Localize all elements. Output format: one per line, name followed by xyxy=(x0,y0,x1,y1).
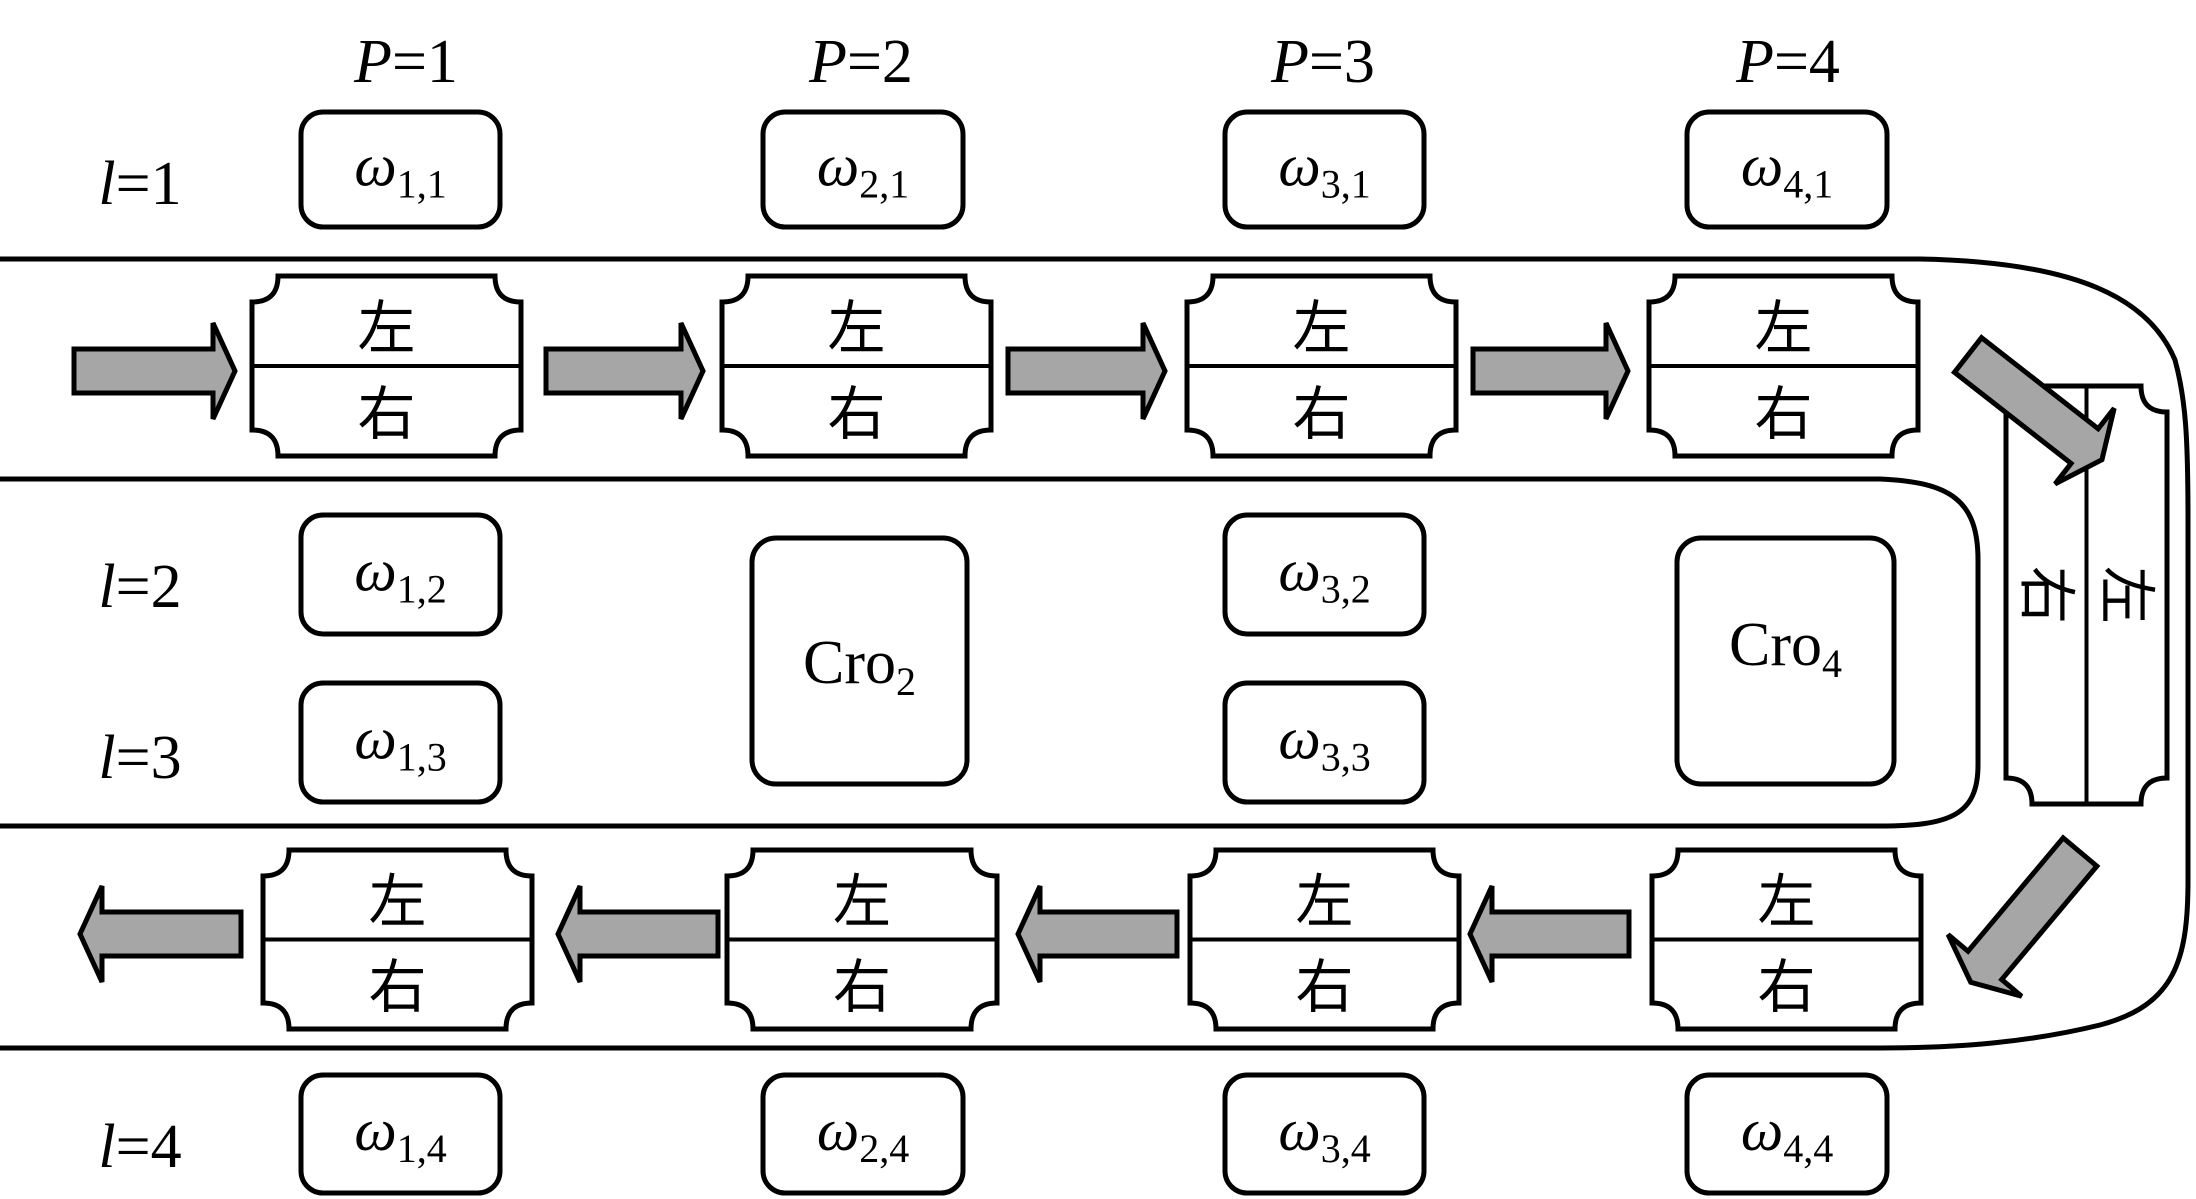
gate-bottom-p2: 左右 xyxy=(724,847,1000,1032)
omega-box-4-4: ω4,4 xyxy=(1684,1072,1890,1196)
omega-box-3-4: ω3,4 xyxy=(1222,1072,1427,1196)
inner-median-border xyxy=(0,476,1981,829)
omega-box-frame xyxy=(1222,512,1427,637)
column-label-p2: P=2 xyxy=(808,28,913,96)
crossing-box-frame xyxy=(1674,535,1897,787)
omega-label: ω3,1 xyxy=(1278,133,1370,207)
row-label-l3: l=3 xyxy=(98,724,181,792)
flow-arrow-diagonal-down-left xyxy=(1945,834,2101,999)
crossing-box-frame xyxy=(749,535,970,787)
omega-label: ω1,2 xyxy=(354,538,446,612)
crossing-label: Cro4 xyxy=(1729,611,1842,686)
omega-box-3-2: ω3,2 xyxy=(1222,512,1427,637)
gate-right-label: 右 xyxy=(1754,380,1812,448)
flow-arrow-right-4 xyxy=(1470,321,1631,421)
gate-left-label: 左 xyxy=(1292,294,1350,362)
omega-box-3-3: ω3,3 xyxy=(1222,680,1427,805)
gate-left-label: 左 xyxy=(1754,294,1812,362)
gate-right-label: 右 xyxy=(827,380,885,448)
flow-arrow-left-3 xyxy=(1015,884,1180,984)
gate-right-label: 右 xyxy=(1295,953,1353,1021)
gate-top-p4: 左右 xyxy=(1646,273,1921,459)
omega-box-1-4: ω1,4 xyxy=(298,1072,503,1196)
omega-label: ω2,4 xyxy=(817,1097,909,1171)
row-label-l1: l=1 xyxy=(98,150,181,218)
omega-box-frame xyxy=(298,680,503,805)
row-label-l4: l=4 xyxy=(98,1113,181,1181)
omega-label: ω3,3 xyxy=(1278,706,1370,780)
row-label-l2: l=2 xyxy=(98,553,181,621)
omega-box-frame xyxy=(298,512,503,637)
omega-box-frame xyxy=(1222,680,1427,805)
omega-label: ω4,1 xyxy=(1741,133,1833,207)
omega-label: ω3,4 xyxy=(1278,1097,1370,1171)
gate-top-p1: 左右 xyxy=(249,273,524,459)
flow-arrow-left-1 xyxy=(77,884,244,984)
gate-left-label: 左 xyxy=(1295,868,1353,936)
omega-box-1-1: ω1,1 xyxy=(298,109,503,230)
omega-box-2-4: ω2,4 xyxy=(760,1072,966,1196)
gate-left-label: 左 xyxy=(1757,868,1815,936)
flow-arrow-right-3 xyxy=(1005,321,1168,421)
crossing-box-4: Cro4 xyxy=(1674,535,1897,787)
flow-arrow-right-1 xyxy=(71,321,238,421)
gate-left-label: 左 xyxy=(357,294,415,362)
gate-top-p3: 左右 xyxy=(1184,273,1459,459)
column-label-p1: P=1 xyxy=(353,28,458,96)
gate-left-label: 左 xyxy=(368,868,426,936)
flow-arrow-left-4 xyxy=(1467,884,1632,984)
gate-right-label: 右 xyxy=(833,953,891,1021)
gate-left-label: 左 xyxy=(827,294,885,362)
gate-right-label: 右 xyxy=(1757,953,1815,1021)
gate-bottom-p1: 左右 xyxy=(260,847,535,1032)
omega-box-frame xyxy=(1684,1072,1890,1196)
flow-arrow-diagonal-down xyxy=(1950,334,2117,487)
omega-label: ω4,4 xyxy=(1741,1097,1833,1171)
gate-turn: 左右 xyxy=(2003,383,2170,807)
gate-right-label: 右 xyxy=(2013,566,2081,624)
omega-box-1-3: ω1,3 xyxy=(298,680,503,805)
gate-bottom-p4: 左右 xyxy=(1649,847,1924,1032)
omega-box-frame xyxy=(1684,109,1890,230)
gate-top-p2: 左右 xyxy=(719,273,994,459)
gate-right-label: 右 xyxy=(357,380,415,448)
omega-box-3-1: ω3,1 xyxy=(1222,109,1427,230)
crossing-box-2: Cro2 xyxy=(749,535,970,787)
gate-bottom-p3: 左右 xyxy=(1187,847,1462,1032)
omega-label: ω2,1 xyxy=(817,133,909,207)
omega-label: ω1,4 xyxy=(354,1097,446,1171)
omega-label: ω1,3 xyxy=(354,706,446,780)
omega-box-frame xyxy=(1222,109,1427,230)
omega-label: ω3,2 xyxy=(1278,538,1370,612)
flow-arrow-right-2 xyxy=(543,321,706,421)
omega-box-frame xyxy=(760,109,966,230)
omega-box-4-1: ω4,1 xyxy=(1684,109,1890,230)
omega-box-frame xyxy=(1222,1072,1427,1196)
omega-box-2-1: ω2,1 xyxy=(760,109,966,230)
omega-box-frame xyxy=(760,1072,966,1196)
omega-label: ω1,1 xyxy=(354,133,446,207)
outer-lane-top-border xyxy=(0,256,2191,1051)
omega-box-frame xyxy=(298,1072,503,1196)
gate-right-label: 右 xyxy=(1292,380,1350,448)
omega-box-frame xyxy=(298,109,503,230)
column-label-p3: P=3 xyxy=(1270,28,1375,96)
column-label-p4: P=4 xyxy=(1735,28,1840,96)
gate-left-label: 左 xyxy=(2093,566,2161,624)
crossing-label: Cro2 xyxy=(803,629,916,704)
omega-box-1-2: ω1,2 xyxy=(298,512,503,637)
flow-arrow-left-2 xyxy=(555,884,721,984)
gate-left-label: 左 xyxy=(833,868,891,936)
gate-right-label: 右 xyxy=(368,953,426,1021)
